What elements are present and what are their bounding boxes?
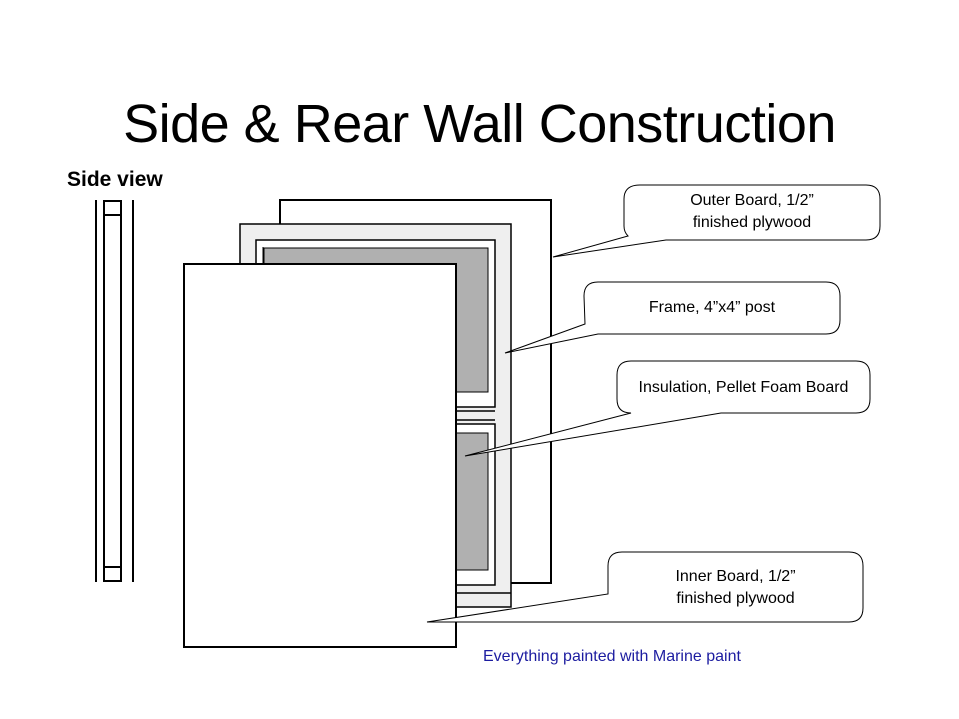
inner-board-callout-line2: finished plywood [676, 590, 795, 607]
side-view-section [95, 200, 134, 582]
insulation-callout-bubble [464, 360, 871, 457]
outer-board-callout-bubble [552, 184, 881, 258]
side-view-label: Side view [67, 168, 163, 191]
inner-board-callout: Inner Board, 1/2” finished plywood [610, 566, 861, 610]
footnote: Everything painted with Marine paint [483, 648, 741, 665]
frame-callout: Frame, 4”x4” post [586, 297, 838, 319]
inner-board-callout-line1: Inner Board, 1/2” [675, 568, 796, 585]
inner-board-callout-bubble [426, 551, 864, 623]
insulation-callout-text: Insulation, Pellet Foam Board [638, 379, 849, 396]
frame-callout-text: Frame, 4”x4” post [648, 299, 776, 316]
frame-callout-bubble [504, 281, 841, 354]
inner-board [183, 263, 457, 648]
insulation-callout: Insulation, Pellet Foam Board [617, 377, 870, 399]
outer-board-callout-line2: finished plywood [692, 214, 812, 231]
outer-board-callout-line1: Outer Board, 1/2” [690, 192, 814, 209]
page-title: Side & Rear Wall Construction [123, 94, 836, 154]
outer-board-callout: Outer Board, 1/2” finished plywood [626, 190, 878, 234]
